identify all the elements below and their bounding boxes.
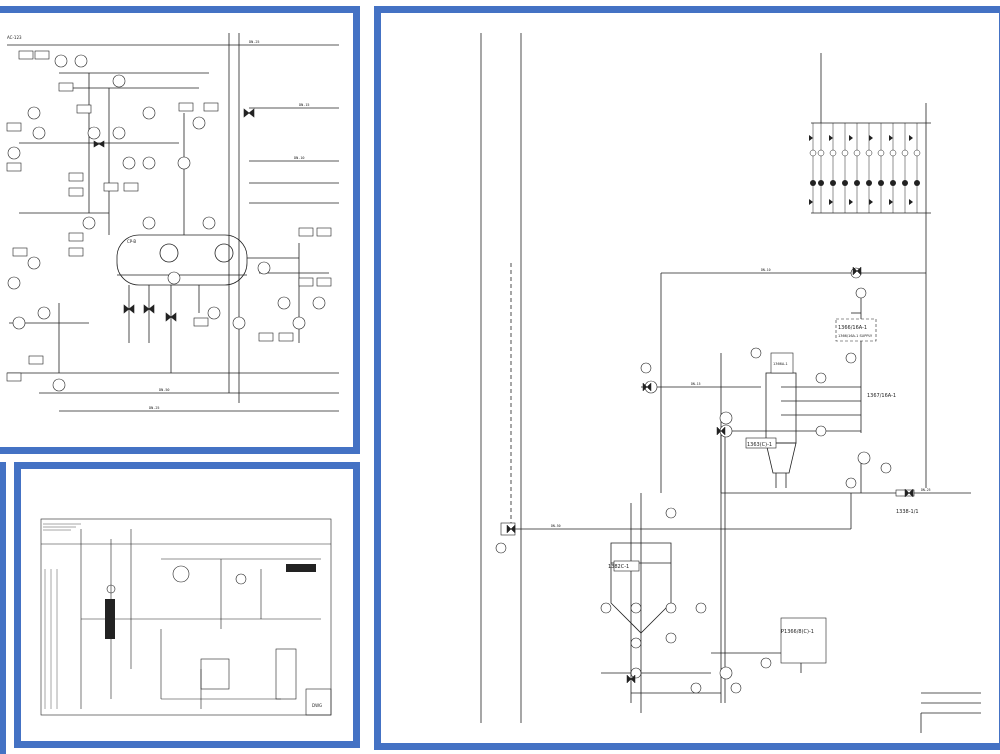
- line-label: DN-15: [691, 382, 701, 386]
- equipment-tag: P1366/8(C)-1: [781, 629, 814, 635]
- line-label: DN-50: [551, 524, 561, 528]
- pid-drawing-top-left: DN-25 DN-15 DN-10 DN-50 DN-25 AC-123 CP-…: [6, 33, 339, 412]
- diagram-panel-left-sliver: [0, 462, 6, 754]
- diagram-panel-top-left: DN-25 DN-15 DN-10 DN-50 DN-25 AC-123 CP-…: [0, 6, 360, 454]
- drawing-tag: AC-123: [7, 35, 22, 40]
- pid-drawing-right: DN-10 DN-15 DN-25 DN-50 1366/16A-1 1366/…: [480, 33, 981, 733]
- title-block-label: DWG: [312, 703, 322, 708]
- equipment-tag: 1366/16A-1 SUPPLY: [838, 334, 873, 338]
- pid-drawing-bottom-left: DWG: [40, 518, 332, 716]
- equipment-tag: 1363(C)-1: [747, 442, 772, 448]
- equipment-tag: 1367/16A-1: [867, 393, 896, 399]
- line-label: DN-25: [249, 40, 260, 44]
- line-label: DN-10: [294, 156, 305, 160]
- equipment-tag: 1338-1/1: [896, 509, 919, 515]
- equipment-tag: 1366/16A-1: [838, 325, 867, 331]
- equipment-tag: 1382C-1: [608, 564, 629, 570]
- line-label: DN-25: [921, 488, 931, 492]
- line-label: DN-15: [299, 103, 310, 107]
- line-label: DN-10: [761, 268, 771, 272]
- line-label: DN-25: [149, 406, 160, 410]
- valve-manifold: [809, 123, 921, 213]
- diagram-panel-bottom-left: DWG: [14, 462, 360, 748]
- diagram-panel-right: DN-10 DN-15 DN-25 DN-50 1366/16A-1 1366/…: [374, 6, 1000, 750]
- drawing-tag: CP-B: [127, 239, 136, 244]
- line-label: DN-50: [159, 388, 170, 392]
- equipment-tag: 1366A-1: [773, 362, 788, 366]
